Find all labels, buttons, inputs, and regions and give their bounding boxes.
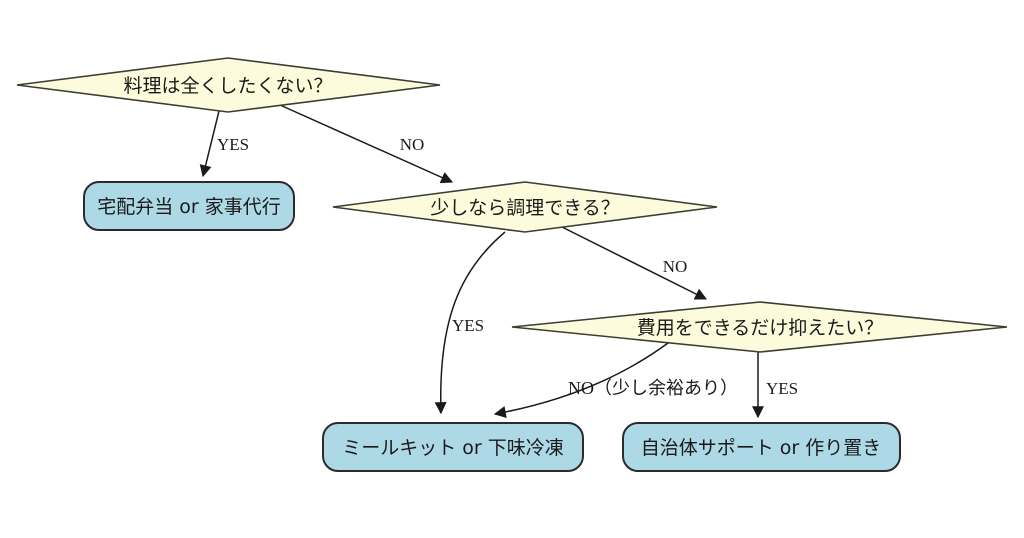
edge-q1-no: NO (279, 104, 454, 184)
edge-q2-no-label: NO (663, 257, 688, 276)
edge-q2-yes-label: YES (452, 316, 484, 335)
node-a2-action: ミールキット or 下味冷凍 (322, 422, 584, 472)
node-q2-diamond-shape (332, 181, 718, 233)
node-q3-diamond-shape (511, 301, 1008, 353)
edge-q3-yes-label: YES (766, 379, 798, 398)
edge-q3-no-label: NO（少し余裕あり） (568, 378, 738, 398)
edge-q1-yes-label: YES (217, 135, 249, 154)
edge-q1-no-label: NO (400, 135, 425, 154)
node-q1-decision: 料理は全くしたくない？ (16, 57, 441, 113)
node-a3-label: 自治体サポート or 作り置き (641, 437, 882, 459)
edge-q1-yes: YES (199, 110, 249, 178)
node-a2-label: ミールキット or 下味冷凍 (342, 437, 564, 459)
edge-q2-yes: YES (434, 231, 506, 415)
edge-q1-no-line (279, 104, 454, 184)
edge-q3-yes: YES (752, 352, 798, 419)
node-q2-label: 少しなら調理できる？ (430, 197, 620, 219)
node-q1-label: 料理は全くしたくない？ (123, 75, 332, 97)
node-a3-box-shape (622, 422, 901, 472)
node-a1-action: 宅配弁当 or 家事代行 (83, 181, 295, 231)
node-q2-decision: 少しなら調理できる？ (332, 181, 718, 233)
node-a1-box-shape (83, 181, 295, 231)
node-a2-box-shape (322, 422, 584, 472)
edge-q1-yes-line (199, 110, 220, 178)
node-a1-label: 宅配弁当 or 家事代行 (97, 196, 281, 218)
edge-q2-no: NO (561, 226, 708, 300)
node-q1-diamond-shape (16, 57, 441, 113)
edge-q2-yes-line (434, 231, 506, 415)
node-q3-decision: 費用をできるだけ抑えたい？ (511, 301, 1008, 353)
node-a3-action: 自治体サポート or 作り置き (622, 422, 901, 472)
node-q3-label: 費用をできるだけ抑えたい？ (637, 317, 884, 339)
edge-q3-no: NO（少し余裕あり） (493, 342, 738, 418)
edge-q3-no-line (493, 342, 669, 418)
edge-q2-no-line (561, 226, 708, 300)
